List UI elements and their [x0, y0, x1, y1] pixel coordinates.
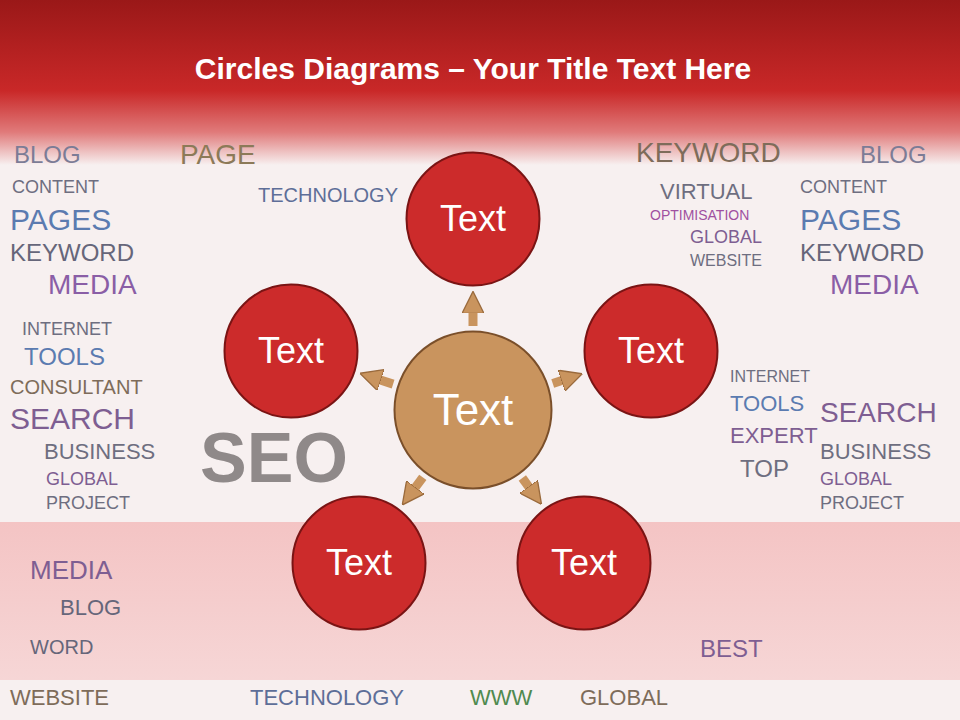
backdrop-heading: SEO — [200, 420, 348, 497]
circle-label: Text — [618, 331, 684, 371]
word-cloud-word: TOOLS — [730, 392, 804, 416]
word-cloud-word: BEST — [700, 636, 763, 662]
outer-circle: Text — [291, 495, 427, 631]
word-cloud-word: INTERNET — [22, 320, 112, 340]
word-cloud-word: SEARCH — [820, 398, 937, 429]
connector-arrow — [522, 478, 531, 490]
outer-circle: Text — [583, 283, 719, 419]
word-cloud-word: KEYWORD — [10, 240, 134, 266]
word-cloud-word: INTERNET — [730, 368, 810, 386]
word-cloud-word: GLOBAL — [690, 228, 762, 248]
word-cloud-word: TOP — [740, 456, 789, 482]
outer-circle: Text — [516, 495, 652, 631]
connector-arrow — [553, 379, 566, 383]
circle-label: Text — [440, 199, 506, 239]
word-cloud-word: MEDIA — [830, 270, 919, 301]
circle-shape — [407, 153, 540, 286]
word-cloud-word: GLOBAL — [820, 470, 892, 490]
word-cloud-word: WWW — [470, 686, 532, 710]
pink-band — [0, 522, 960, 680]
connector-arrow — [377, 379, 393, 384]
word-cloud-word: BLOG — [860, 142, 927, 168]
circle-shape — [395, 332, 552, 489]
circle-shape — [518, 497, 651, 630]
circle-label: Text — [551, 543, 617, 583]
center-circle: Text — [393, 330, 553, 490]
word-cloud-word: CONTENT — [12, 178, 99, 198]
word-cloud-word: WEBSITE — [690, 252, 762, 270]
word-cloud-word: GLOBAL — [580, 686, 668, 710]
word-cloud-word: CONTENT — [800, 178, 887, 198]
word-cloud-word: OPTIMISATION — [650, 208, 749, 223]
word-cloud-word: PAGES — [800, 203, 901, 236]
slide-title: Circles Diagrams – Your Title Text Here — [0, 52, 946, 86]
title-bar — [0, 0, 960, 165]
circle-shape — [585, 285, 718, 418]
word-cloud-word: BUSINESS — [820, 440, 931, 464]
word-cloud-word: WEBSITE — [10, 686, 109, 710]
connector-arrow — [413, 477, 423, 490]
word-cloud-word: PAGES — [10, 203, 111, 236]
word-cloud-word: EXPERT — [730, 424, 818, 448]
word-cloud-word: WORD — [30, 636, 93, 658]
word-cloud-word: BLOG — [14, 142, 81, 168]
connector-arrow — [469, 309, 478, 326]
word-cloud-word: GLOBAL — [46, 470, 118, 490]
word-cloud-word: TECHNOLOGY — [250, 686, 404, 710]
outer-circle: Text — [223, 283, 359, 419]
word-cloud-word: PROJECT — [46, 494, 130, 514]
circle-label: Text — [326, 543, 392, 583]
circle-label: Text — [258, 331, 324, 371]
word-cloud-word: KEYWORD — [636, 138, 781, 169]
word-cloud-word: BLOG — [60, 596, 121, 620]
word-cloud-word: KEYWORD — [800, 240, 924, 266]
circle-shape — [293, 497, 426, 630]
circle-shape — [225, 285, 358, 418]
circle-label: Text — [433, 386, 514, 434]
outer-circle: Text — [405, 151, 541, 287]
word-cloud-word: CONSULTANT — [10, 376, 143, 398]
word-cloud-word: TOOLS — [24, 344, 105, 370]
word-cloud-word: MEDIA — [48, 270, 137, 301]
word-cloud-word: PROJECT — [820, 494, 904, 514]
word-cloud-word: SEARCH — [10, 402, 135, 435]
word-cloud-word: PAGE — [180, 140, 256, 171]
word-cloud-word: MEDIA — [30, 556, 112, 585]
word-cloud-word: TECHNOLOGY — [258, 184, 398, 206]
word-cloud-word: VIRTUAL — [660, 180, 753, 204]
word-cloud-word: BUSINESS — [44, 440, 155, 464]
